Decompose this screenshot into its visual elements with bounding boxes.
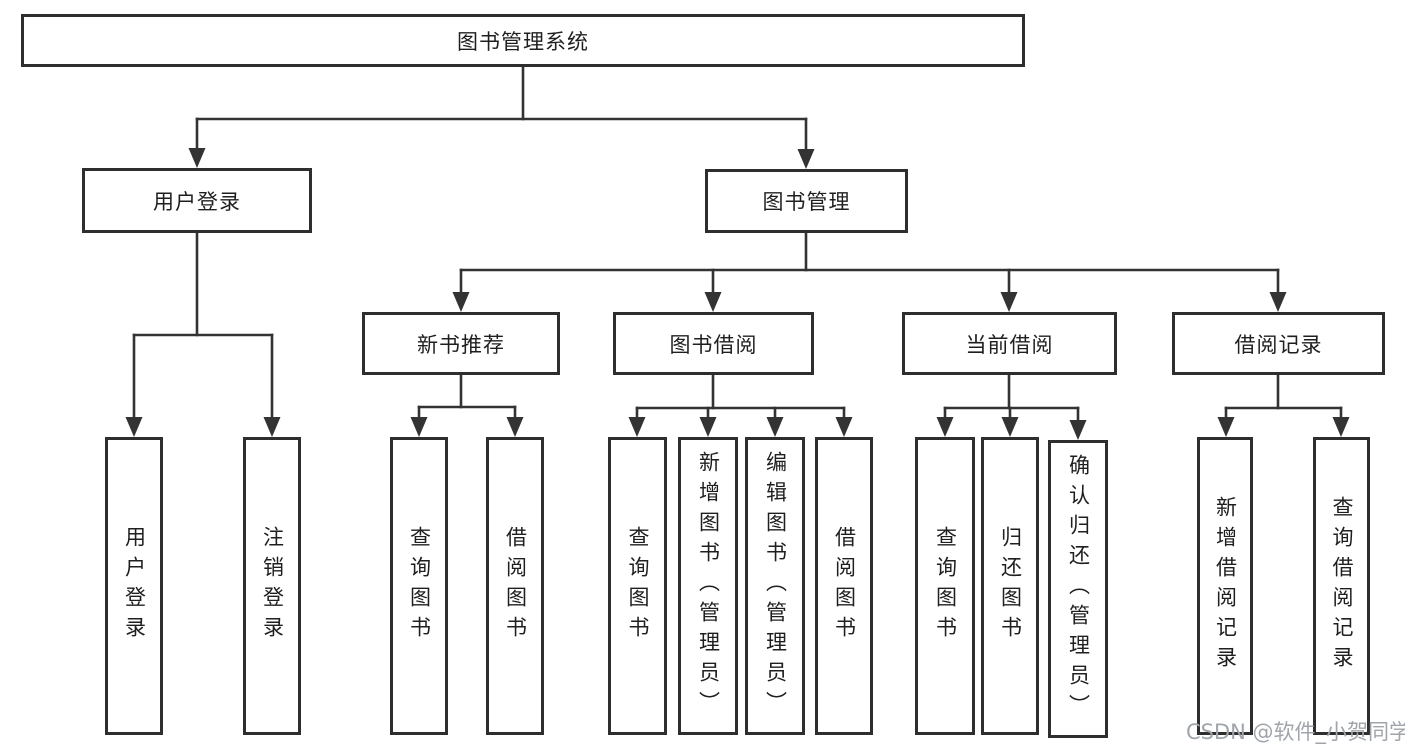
- csdn-watermark: CSDN @软件_小贺同学: [1186, 720, 1405, 744]
- node-label: 借阅记录: [1234, 332, 1323, 357]
- leaf-label: 借阅图书: [832, 526, 857, 646]
- node-new-book-recommend: 新书推荐: [362, 312, 560, 375]
- leaf-label: 归还图书: [998, 526, 1023, 646]
- leaf-logout: 注销登录: [243, 437, 301, 735]
- leaf-label: 新增借阅记录: [1213, 496, 1238, 676]
- leaf-borrow-book: 借阅图书: [815, 437, 873, 735]
- leaf-current-query-book: 查询图书: [915, 437, 975, 735]
- node-library-management-system: 图书管理系统: [21, 14, 1025, 67]
- node-label: 用户登录: [153, 189, 241, 214]
- leaf-label: 查询图书: [626, 526, 650, 646]
- node-label: 图书管理: [762, 190, 851, 214]
- node-borrow-record: 借阅记录: [1172, 312, 1385, 375]
- leaf-user-login: 用户登录: [105, 437, 163, 735]
- leaf-label: 查询借阅记录: [1330, 496, 1354, 676]
- leaf-confirm-return-admin: 确认归还（管理员）: [1048, 440, 1108, 738]
- leaf-edit-book-admin: 编辑图书（管理员）: [745, 437, 805, 735]
- leaf-add-borrow-record: 新增借阅记录: [1197, 437, 1253, 735]
- node-label: 图书借阅: [669, 332, 758, 357]
- leaf-label: 查询图书: [407, 526, 432, 646]
- leaf-label: 注销登录: [260, 526, 285, 646]
- leaf-return-book: 归还图书: [981, 437, 1039, 735]
- leaf-borrow-query-book: 查询图书: [608, 437, 667, 735]
- node-label: 当前借阅: [965, 332, 1054, 357]
- leaf-label: 用户登录: [122, 526, 147, 646]
- leaf-newrec-query-book: 查询图书: [390, 437, 448, 735]
- leaf-label: 新增图书（管理员）: [696, 451, 721, 721]
- leaf-query-borrow-record: 查询借阅记录: [1313, 437, 1370, 735]
- leaf-newrec-borrow-book: 借阅图书: [486, 437, 544, 735]
- node-book-borrow: 图书借阅: [613, 312, 814, 375]
- node-label: 图书管理系统: [457, 29, 589, 54]
- leaf-label: 确认归还（管理员）: [1066, 454, 1091, 724]
- leaf-label: 借阅图书: [503, 526, 528, 646]
- node-current-borrow: 当前借阅: [902, 312, 1117, 375]
- leaf-label: 查询图书: [933, 526, 958, 646]
- leaf-label: 编辑图书（管理员）: [763, 451, 788, 721]
- leaf-add-book-admin: 新增图书（管理员）: [678, 437, 738, 735]
- node-label: 新书推荐: [417, 332, 505, 357]
- node-book-management: 图书管理: [705, 169, 908, 233]
- node-user-login: 用户登录: [82, 168, 312, 233]
